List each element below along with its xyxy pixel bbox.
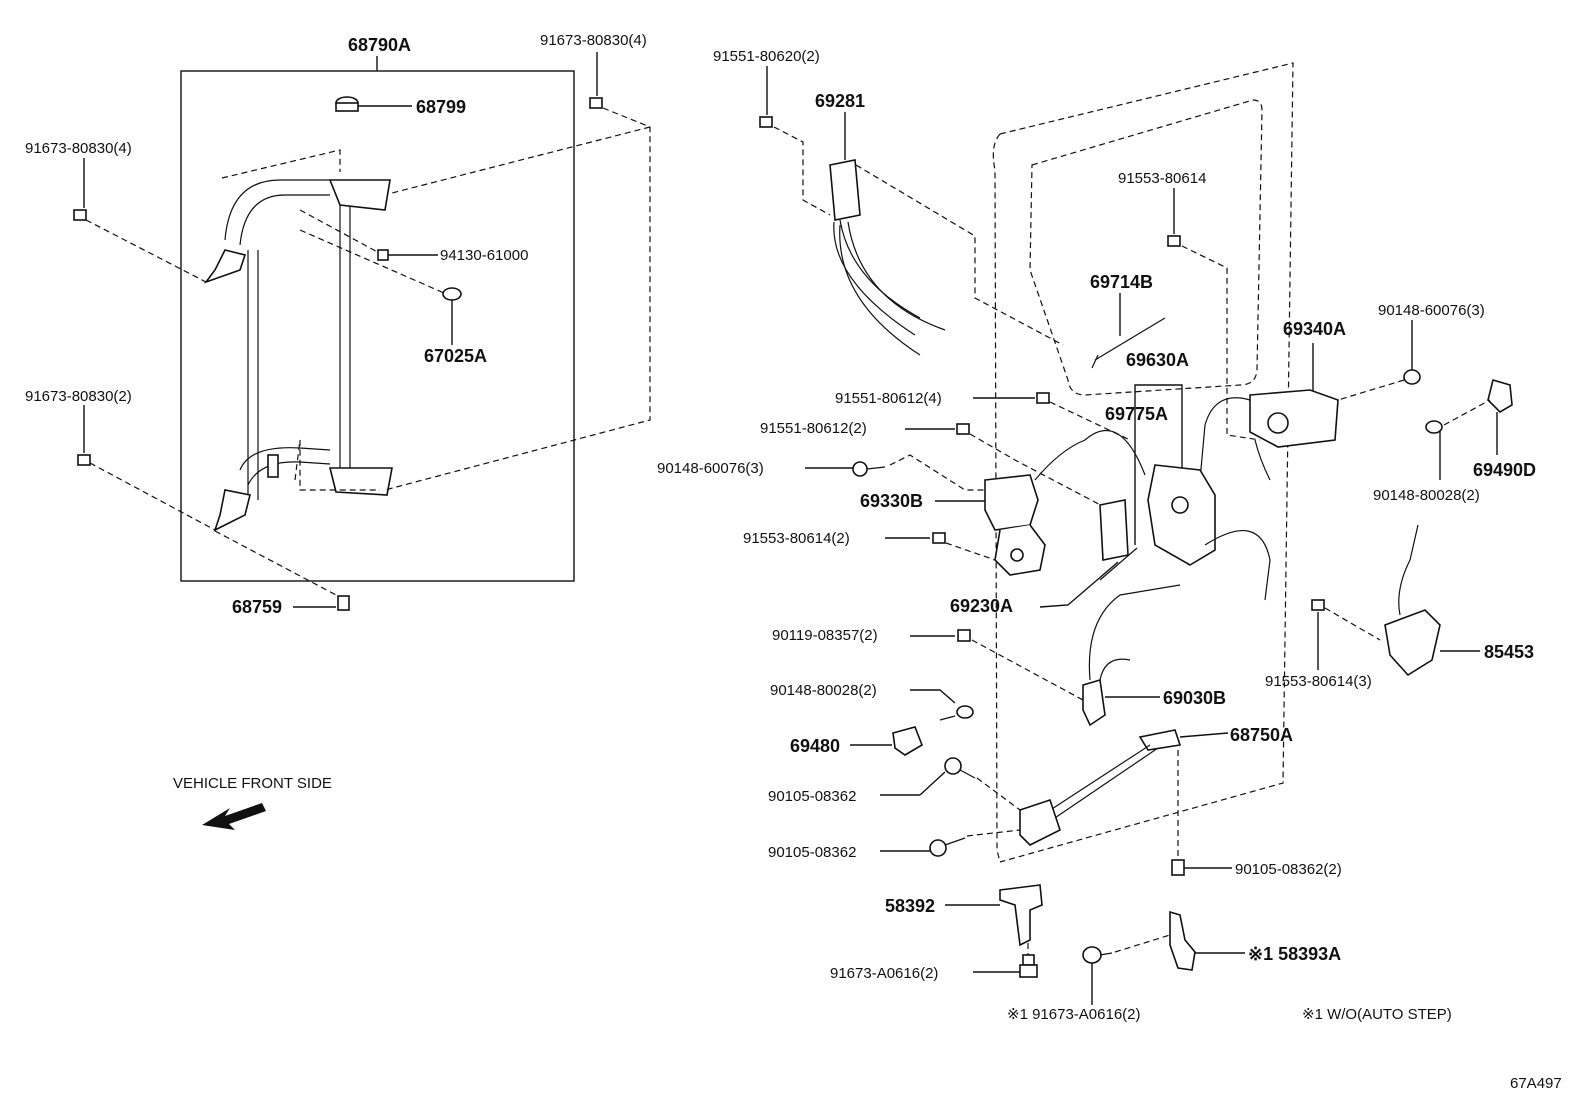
part-rail-frame [203, 179, 393, 532]
label-90105-08362-2: 90105-08362(2) [1235, 861, 1342, 878]
bolt-91673-A0616 [973, 954, 1038, 978]
footnote-auto-step: ※1 W/O(AUTO STEP) [1302, 1006, 1452, 1023]
label-68799: 68799 [416, 97, 466, 117]
diagram-code: 67A497 [1510, 1075, 1562, 1092]
bolt-90148-60076-left [852, 461, 886, 477]
label-vehicle-front-side: VEHICLE FRONT SIDE [173, 775, 332, 792]
label-69490D: 69490D [1473, 460, 1536, 480]
label-94130-61000: 94130-61000 [440, 247, 528, 264]
label-69480: 69480 [790, 736, 840, 756]
part-69490D-striker [1487, 378, 1513, 455]
part-85453-latch [1384, 524, 1480, 677]
label-90148-60076-3-right: 90148-60076(3) [1378, 302, 1485, 319]
label-90105-08362-b: 90105-08362 [768, 844, 856, 861]
part-58393A-bracket [1169, 910, 1245, 971]
bolt-90148-80028-left [939, 705, 974, 721]
bolt-91553-80614-top [1167, 188, 1181, 247]
label-90105-08362-a: 90105-08362 [768, 788, 856, 805]
label-90119-08357-2: 90119-08357(2) [772, 627, 878, 644]
label-91553-80614-2: 91553-80614(2) [743, 530, 850, 547]
label-91553-80614: 91553-80614 [1118, 170, 1206, 187]
bolt-91551-80620 [759, 66, 773, 128]
bolt-91551-80612-4 [1036, 392, 1050, 404]
label-90148-80028-2-right: 90148-80028(2) [1373, 487, 1480, 504]
label-91551-80612-2: 91551-80612(2) [760, 420, 867, 437]
label-69714B: 69714B [1090, 272, 1153, 292]
part-69775A-rod [1099, 547, 1138, 581]
bolt-91673-80830-top-mid [589, 52, 603, 109]
label-68759: 68759 [232, 597, 282, 617]
label-58392: 58392 [885, 896, 935, 916]
part-94130-nut [377, 249, 389, 261]
label-68790A: 68790A [348, 35, 411, 55]
part-68759-clip [293, 595, 350, 611]
part-69281-inner-handle [829, 112, 946, 356]
part-69330B-lock [984, 474, 1046, 576]
bolt-91673-80830-top-left [73, 158, 87, 221]
part-69630A-lock [1034, 430, 1271, 601]
bolt-90148-80028-right [1425, 420, 1443, 480]
part-69714B-seal [1091, 293, 1166, 369]
label-91551-80620-2: 91551-80620(2) [713, 48, 820, 65]
bolt-90105-08362-b [880, 837, 966, 857]
part-69230A-handle [1039, 499, 1129, 608]
label-69340A: 69340A [1283, 319, 1346, 339]
label-91673-A0616-2: 91673-A0616(2) [830, 965, 938, 982]
part-69340A-actuator [1199, 389, 1339, 481]
part-58392-bracket [945, 884, 1043, 947]
label-69630A: 69630A [1126, 350, 1189, 370]
label-68750A: 68750A [1230, 725, 1293, 745]
bolt-90148-60076-right [1403, 320, 1421, 385]
part-67025A-bolt [442, 287, 462, 345]
label-91553-80614-3: 91553-80614(3) [1265, 673, 1372, 690]
bolt-91673-80830-left-lower [77, 405, 91, 466]
arrow-left-down-icon [202, 803, 266, 830]
bolt-90105-08362-a [880, 757, 976, 796]
label-91673-80830-4-left: 91673-80830(4) [25, 140, 132, 157]
label-69330B: 69330B [860, 491, 923, 511]
part-68799-cap [335, 96, 412, 112]
label-91673-80830-4-mid: 91673-80830(4) [540, 32, 647, 49]
bolt-90105-08362-2 [1171, 859, 1232, 876]
door-window [1029, 99, 1263, 396]
label-91551-80612-4: 91551-80612(4) [835, 390, 942, 407]
bolt-91553-80614-3 [1311, 599, 1325, 670]
label-90148-60076-3-left: 90148-60076(3) [657, 460, 764, 477]
part-69480-striker [850, 726, 923, 756]
label-69230A: 69230A [950, 596, 1013, 616]
label-69775A: 69775A [1105, 404, 1168, 424]
bolt-91551-80612-2 [956, 423, 970, 435]
label-90148-80028-2-left: 90148-80028(2) [770, 682, 877, 699]
part-roller-bracket [1019, 798, 1061, 846]
bolt-91553-80614-2 [932, 532, 946, 544]
label-69281: 69281 [815, 91, 865, 111]
label-91673-A0616-2-noted: ※1 91673-A0616(2) [1007, 1006, 1141, 1023]
label-91673-80830-2: 91673-80830(2) [25, 388, 132, 405]
bolt-91673-A0616-noted [1082, 946, 1113, 1005]
part-68750A-rail [1034, 729, 1229, 827]
part-69030B-motor [1082, 584, 1181, 727]
label-85453: 85453 [1484, 642, 1534, 662]
label-58393A: ※1 58393A [1248, 944, 1341, 964]
label-69030B: 69030B [1163, 688, 1226, 708]
bolt-90119-08357 [957, 629, 971, 642]
label-67025A: 67025A [424, 346, 487, 366]
